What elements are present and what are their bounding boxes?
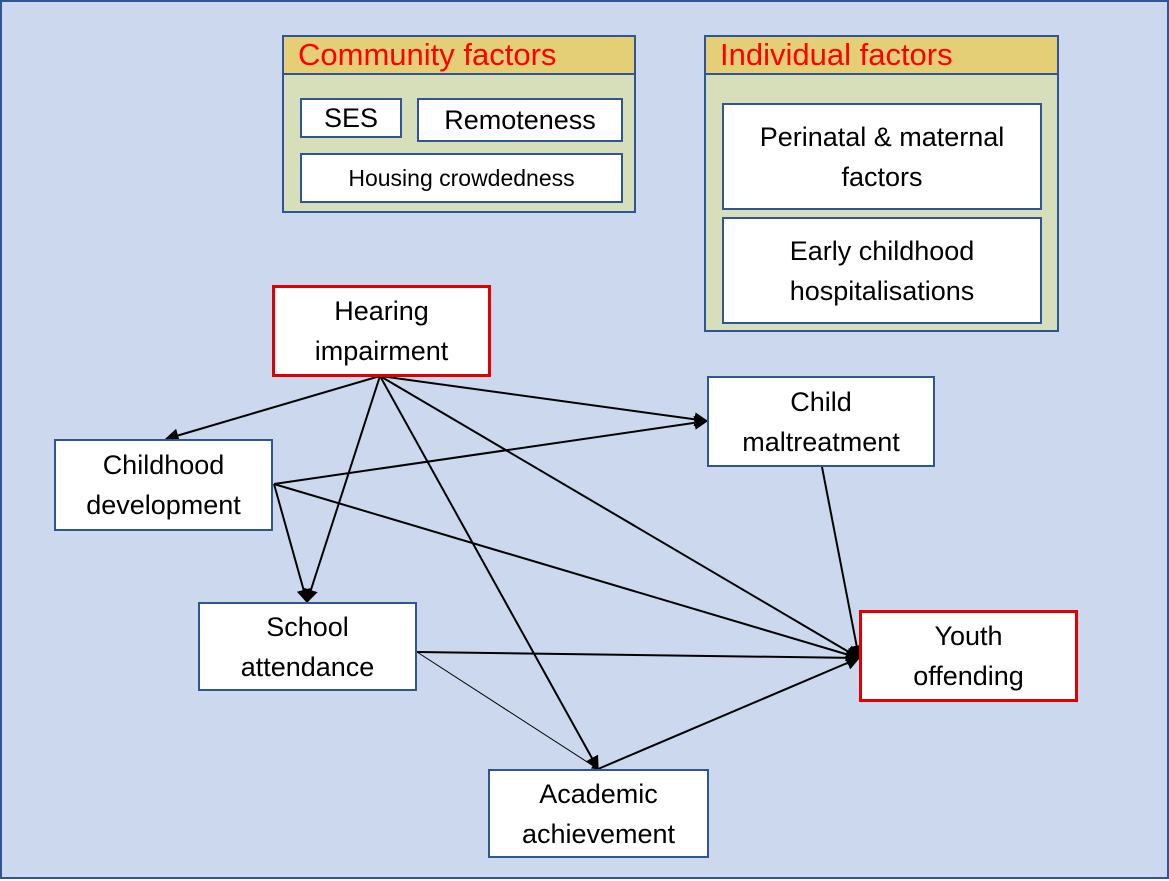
arrow-hearing-to-youth — [379, 375, 861, 659]
arrow-childhood-to-school — [273, 483, 311, 604]
remoteness-box: Remoteness — [417, 98, 623, 142]
youth-offending-node: Youth offending — [859, 610, 1078, 702]
housing-crowdedness-box: Housing crowdedness — [300, 153, 623, 203]
arrow-school-to-youth — [416, 650, 861, 665]
community-factors-panel: Community factors SES Remoteness Housing… — [282, 35, 636, 213]
community-factors-title: Community factors — [284, 37, 634, 75]
arrow-childhood-to-maltreatment — [273, 415, 709, 485]
childhood-development-node: Childhood development — [54, 439, 273, 531]
arrow-school-to-academic — [416, 651, 599, 770]
early-childhood-hospitalisations-box: Early childhood hospitalisations — [722, 217, 1042, 324]
individual-factors-title: Individual factors — [706, 37, 1057, 75]
arrow-hearing-to-school — [304, 375, 381, 604]
arrow-hearing-to-maltreatment — [379, 375, 709, 427]
perinatal-maternal-box: Perinatal & maternal factors — [722, 103, 1042, 210]
school-attendance-node: School attendance — [198, 602, 417, 691]
arrow-hearing-to-academic — [379, 375, 599, 771]
individual-factors-panel: Individual factors Perinatal & maternal … — [704, 35, 1059, 332]
arrow-childhood-to-youth — [273, 483, 861, 662]
child-maltreatment-node: Child maltreatment — [707, 376, 935, 467]
arrow-academic-to-youth — [597, 656, 861, 770]
academic-achievement-node: Academic achievement — [488, 769, 709, 858]
hearing-impairment-node: Hearing impairment — [272, 285, 491, 377]
ses-box: SES — [300, 98, 402, 138]
arrow-hearing-to-childhood — [164, 375, 381, 443]
arrow-maltreatment-to-youth — [821, 466, 864, 660]
